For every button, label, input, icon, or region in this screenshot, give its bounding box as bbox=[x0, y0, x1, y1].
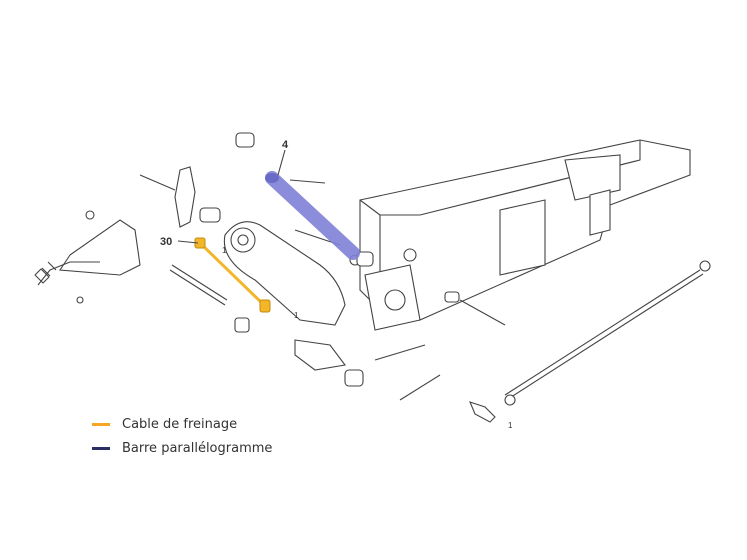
callout-30: 30 bbox=[160, 236, 172, 248]
legend-swatch-navy bbox=[92, 446, 110, 450]
legend-item-bar: Barre parallélogramme bbox=[92, 436, 272, 460]
legend-label: Cable de freinage bbox=[122, 416, 238, 432]
qty-label: 1 bbox=[222, 246, 227, 255]
legend-item-cable: Cable de freinage bbox=[92, 412, 272, 436]
threaded-rod bbox=[469, 260, 711, 423]
qty-label: 1 bbox=[508, 421, 513, 430]
left-lever-assembly bbox=[34, 210, 141, 304]
brake-cable-highlight bbox=[194, 237, 271, 313]
legend: Cable de freinage Barre parallélogramme bbox=[92, 412, 272, 460]
main-frame bbox=[359, 139, 691, 331]
parallelogram-bar-highlight bbox=[265, 171, 360, 260]
callout-4: 4 bbox=[282, 139, 289, 151]
legend-label: Barre parallélogramme bbox=[122, 440, 273, 456]
legend-swatch-orange bbox=[92, 422, 110, 426]
qty-label: 1 bbox=[294, 311, 299, 320]
